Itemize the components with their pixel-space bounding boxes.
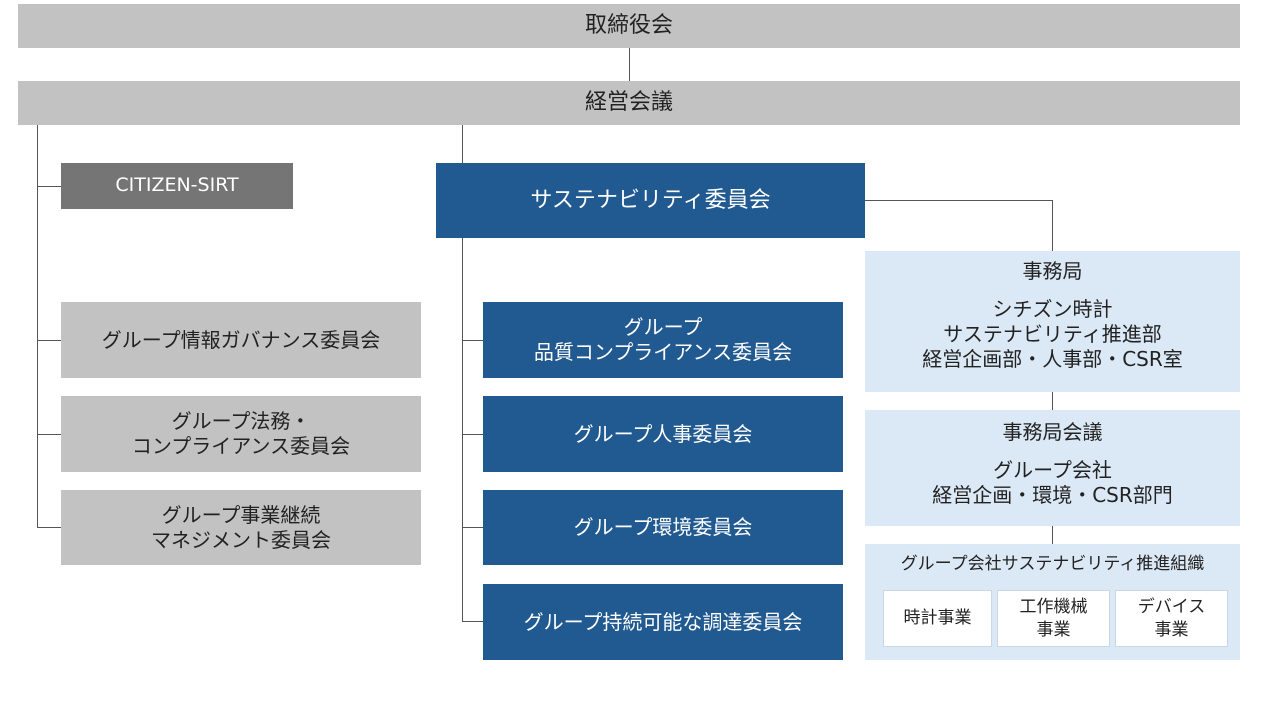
committee-line: グループ持続可能な調達委員会 [523,609,803,634]
connector-left-3 [37,527,61,528]
committee-line: 品質コンプライアンス委員会 [533,340,793,364]
connector-right-down [1052,200,1053,251]
group-unit-box: 工作機械 事業 [997,590,1110,647]
connector-sustainability-right [864,200,1053,201]
committee-line: グループ環境委員会 [573,515,753,539]
group-org-title: グループ会社サステナビリティ推進組織 [900,554,1205,574]
connector-right-mid [1052,392,1053,410]
committee-line: コンプライアンス委員会 [131,434,351,458]
connector-left-trunk [37,125,38,528]
group-unit-line: 時計事業 [903,608,972,629]
secretariat-title: 事務局 [1022,259,1083,283]
board-box: 取締役会 [18,4,1240,48]
committee-line: グループ事業継続 [161,502,321,527]
sirt-label: CITIZEN-SIRT [115,174,239,197]
secretariat-meeting-title: 事務局会議 [1002,420,1103,444]
group-unit-line: 工作機械 [1019,597,1088,618]
connector-left-sirt [37,186,61,187]
committee-line: グループ [623,315,703,339]
connector-center-trunk [462,237,463,622]
center-committee-box: グループ人事委員会 [483,396,843,472]
connector-left-1 [37,340,61,341]
committee-line: グループ情報ガバナンス委員会 [101,327,381,352]
sirt-box: CITIZEN-SIRT [61,163,293,209]
connector-left-2 [37,434,61,435]
board-label: 取締役会 [584,13,673,39]
committee-line: マネジメント委員会 [151,527,331,552]
sustainability-box: サステナビリティ委員会 [436,163,865,238]
secretariat-meeting-line: グループ会社 [993,458,1112,482]
secretariat-line: サステナビリティ推進部 [943,322,1162,346]
secretariat-meeting-line: 経営企画・環境・CSR部門 [932,483,1173,507]
connector-center-2 [462,434,483,435]
management-box: 経営会議 [18,81,1240,125]
connector-board-management [629,48,630,81]
committee-line: グループ法務・ [171,409,311,433]
secretariat-line: 経営企画部・人事部・CSR室 [922,347,1183,371]
left-committee-box: グループ情報ガバナンス委員会 [61,302,421,378]
group-unit-box: 時計事業 [883,590,992,647]
secretariat-meeting-box: 事務局会議 グループ会社 経営企画・環境・CSR部門 [865,410,1240,526]
group-unit-line: デバイス [1137,597,1206,618]
center-committee-box: グループ 品質コンプライアンス委員会 [483,302,843,378]
connector-center-3 [462,527,483,528]
left-committee-box: グループ法務・ コンプライアンス委員会 [61,396,421,472]
committee-line: グループ人事委員会 [573,421,753,446]
management-label: 経営会議 [584,90,673,116]
group-unit-line: 事業 [1036,619,1071,640]
center-committee-box: グループ持続可能な調達委員会 [483,584,843,660]
connector-center-1 [462,340,483,341]
secretariat-box: 事務局 シチズン時計 サステナビリティ推進部 経営企画部・人事部・CSR室 [865,251,1240,392]
secretariat-line: シチズン時計 [992,297,1113,321]
center-committee-box: グループ環境委員会 [483,490,843,565]
sustainability-label: サステナビリティ委員会 [530,187,771,213]
group-unit-box: デバイス 事業 [1115,590,1228,647]
connector-center-4 [462,621,483,622]
connector-management-sustainability [462,125,463,163]
left-committee-box: グループ事業継続 マネジメント委員会 [61,490,421,565]
group-unit-line: 事業 [1154,619,1189,640]
connector-right-low [1052,526,1053,544]
